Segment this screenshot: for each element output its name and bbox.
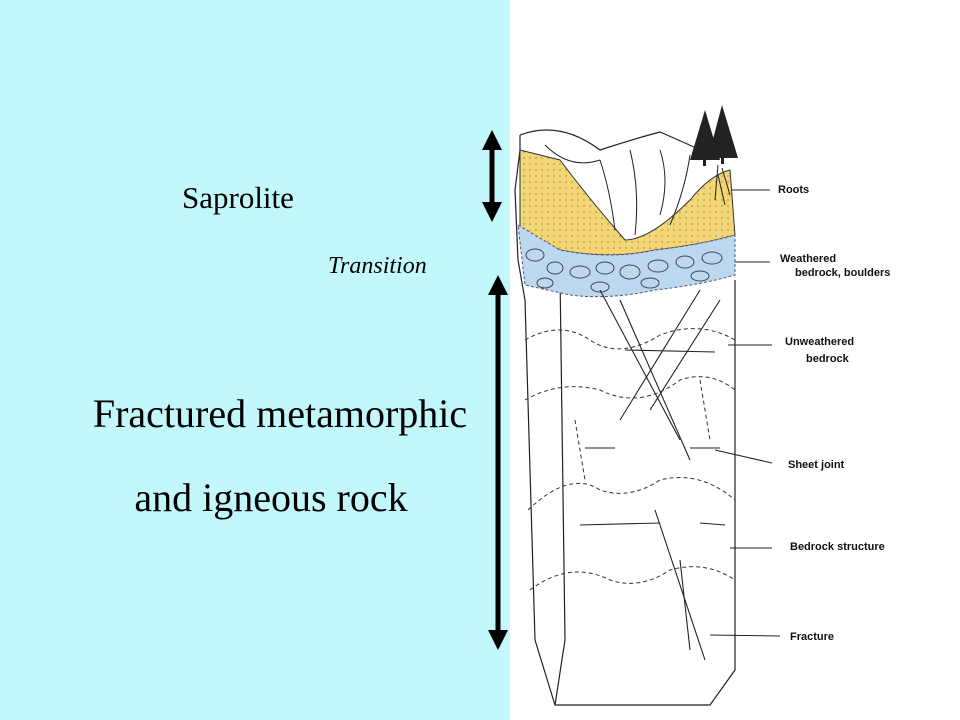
saprolite-stipple xyxy=(520,150,735,255)
leader-lines xyxy=(709,189,781,637)
fractured-rock-label-line2: and igneous rock xyxy=(134,475,408,520)
left-panel xyxy=(0,0,510,720)
boulders xyxy=(525,248,723,293)
unweathered-label-line2: bedrock xyxy=(806,353,850,365)
fractures xyxy=(579,289,726,661)
weathered-label-line2: bedrock, boulders xyxy=(795,267,890,279)
unweathered-label-line1: Unweathered xyxy=(785,336,854,348)
fracture-label: Fracture xyxy=(790,631,834,643)
fractured-rock-label-line1: Fractured metamorphic xyxy=(92,391,468,436)
tree-icon xyxy=(690,105,738,166)
bedrock-structure-lines xyxy=(524,328,736,591)
transition-zone xyxy=(517,224,736,298)
transition-label: Transition xyxy=(328,253,427,279)
rock-block xyxy=(514,129,736,706)
roots xyxy=(714,164,731,206)
sheet-joint-label: Sheet joint xyxy=(788,459,845,471)
surface-drainage-lines xyxy=(544,144,691,236)
saprolite-label: Saprolite xyxy=(182,180,294,215)
roots-label: Roots xyxy=(778,184,809,196)
weathered-label-line1: Weathered xyxy=(780,253,836,265)
bedrock-structure-label: Bedrock structure xyxy=(790,541,885,553)
